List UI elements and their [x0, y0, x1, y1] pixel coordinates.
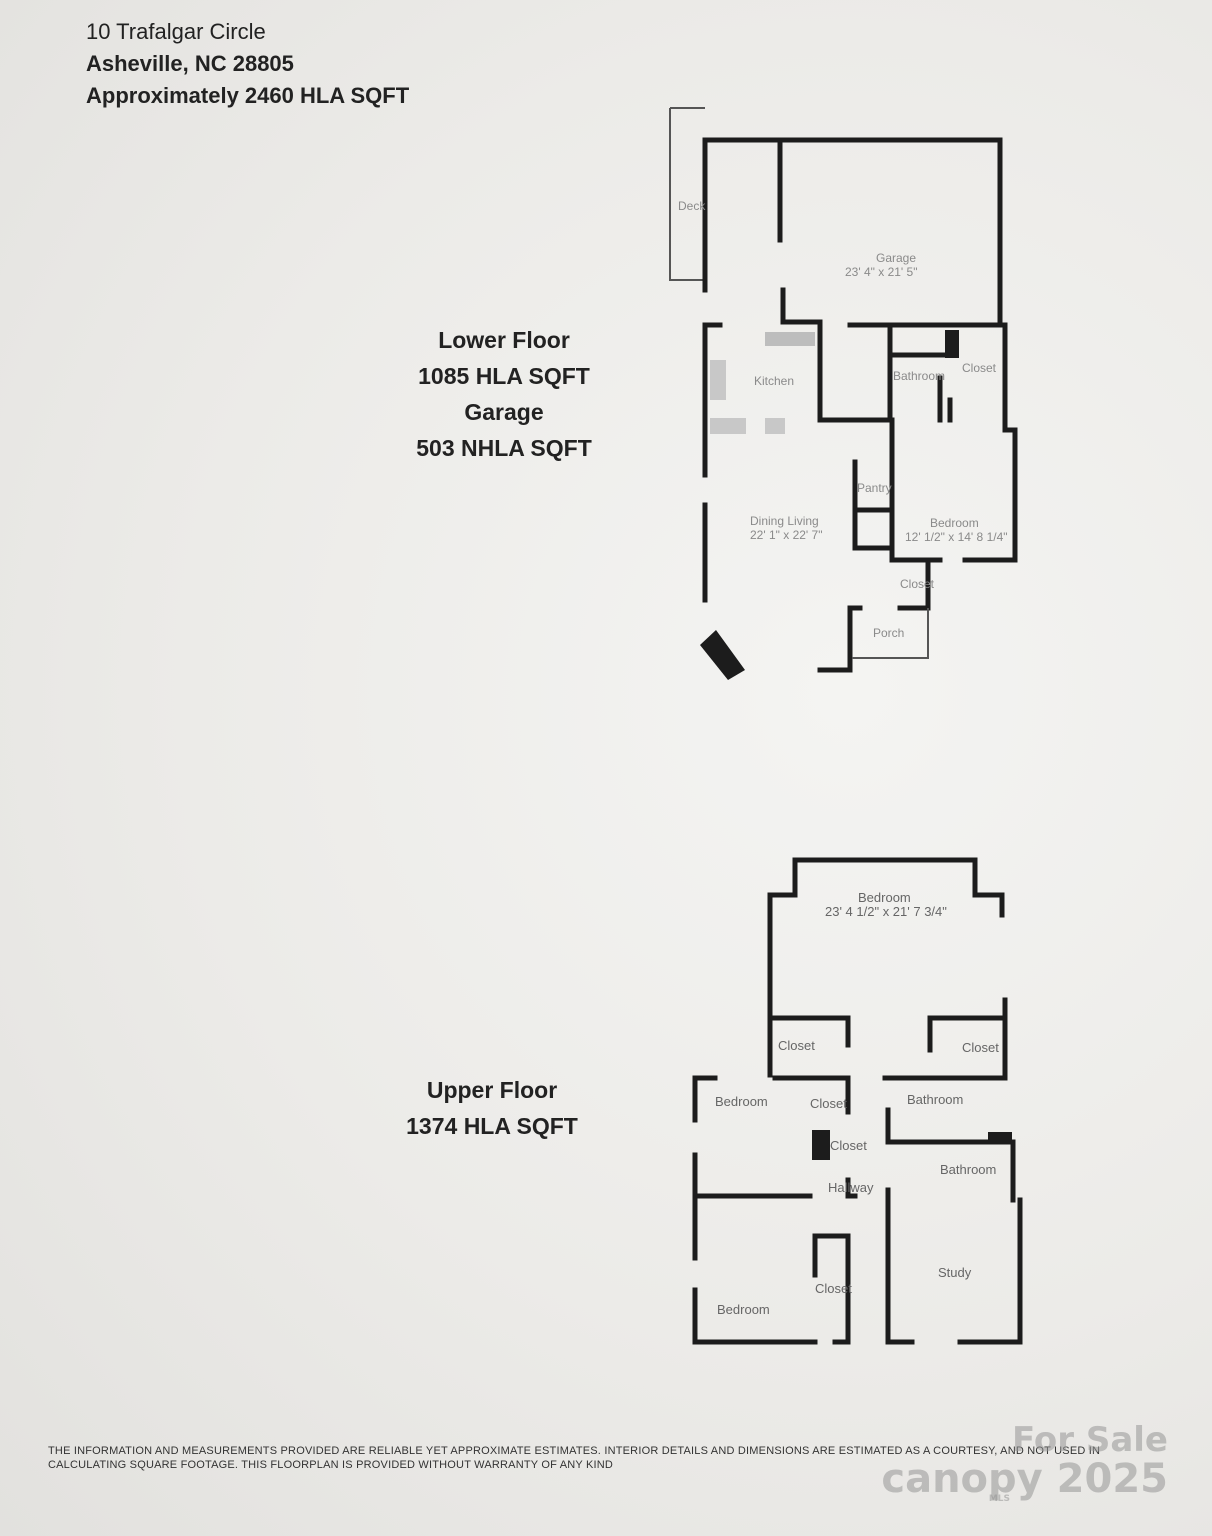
upper-floor-title: Upper Floor: [426, 1077, 558, 1103]
lower-pantry-label: Pantry: [857, 481, 892, 495]
lower-kitchen-label: Kitchen: [754, 374, 794, 388]
lower-garage-label: Garage: [876, 251, 916, 265]
upper-bedroom-main-label: Bedroom: [858, 890, 911, 905]
address-line-1: 10 Trafalgar Circle: [86, 19, 266, 44]
upper-floor-sqft: 1374 HLA SQFT: [406, 1113, 578, 1139]
canopy-watermark: For Sale canopy 2025 MLS: [881, 1420, 1168, 1504]
upper-closet-a-label: Closet: [778, 1038, 815, 1053]
disclaimer: The information and measurements provide…: [48, 1444, 1138, 1472]
total-area: Approximately 2460 HLA SQFT: [86, 83, 410, 108]
lower-floor-title: Lower Floor: [438, 327, 570, 353]
upper-bedroom-main-dims: 23' 4 1/2" x 21' 7 3/4": [825, 904, 947, 919]
lower-floor-label: Lower Floor 1085 HLA SQFT Garage 503 NHL…: [380, 322, 628, 466]
lower-bedroom-label: Bedroom: [930, 516, 979, 530]
disclaimer-line-2: calculating square footage. This floorpl…: [48, 1459, 614, 1471]
upper-bathroom-b-label: Bathroom: [940, 1162, 996, 1177]
watermark-mls: MLS: [988, 1494, 1010, 1504]
upper-floor-plan: Bedroom 23' 4 1/2" x 21' 7 3/4" Closet C…: [692, 857, 1023, 1345]
lower-dining-living-dims: 22' 1" x 22' 7": [750, 528, 822, 542]
lower-closet2-label: Closet: [900, 577, 935, 591]
disclaimer-line-1: The information and measurements provide…: [48, 1445, 1101, 1457]
watermark-brand: canopy 2025: [881, 1456, 1168, 1502]
upper-bedroom-left-label: Bedroom: [715, 1094, 768, 1109]
lower-floor-plan: Deck Garage 23' 4" x 21' 5" Kitchen Bath…: [669, 107, 1018, 680]
upper-floor-label: Upper Floor 1374 HLA SQFT: [370, 1072, 614, 1144]
garage-title: Garage: [464, 399, 544, 425]
upper-bedroom-bottom-label: Bedroom: [717, 1302, 770, 1317]
garage-sqft: 503 NHLA SQFT: [416, 435, 592, 461]
address-line-2: Asheville, NC 28805: [86, 51, 294, 76]
lower-deck-label: Deck: [678, 199, 706, 213]
upper-closet-e-label: Closet: [815, 1281, 852, 1296]
lower-floor-sqft: 1085 HLA SQFT: [418, 363, 590, 389]
address-header: 10 Trafalgar Circle Asheville, NC 28805 …: [86, 16, 409, 112]
lower-closet-label: Closet: [962, 361, 997, 375]
lower-bathroom-label: Bathroom: [893, 369, 945, 383]
watermark-for-sale: For Sale: [1012, 1420, 1168, 1460]
lower-porch-label: Porch: [873, 626, 904, 640]
lower-bedroom-dims: 12' 1/2" x 14' 8 1/4": [905, 530, 1008, 544]
upper-closet-d-label: Closet: [830, 1138, 867, 1153]
upper-hallway-label: Hallway: [828, 1180, 874, 1195]
upper-closet-c-label: Closet: [810, 1096, 847, 1111]
lower-dining-living-label: Dining Living: [750, 514, 819, 528]
upper-closet-b-label: Closet: [962, 1040, 999, 1055]
upper-bathroom-a-label: Bathroom: [907, 1092, 963, 1107]
lower-garage-dims: 23' 4" x 21' 5": [845, 265, 917, 279]
upper-study-label: Study: [938, 1265, 972, 1280]
